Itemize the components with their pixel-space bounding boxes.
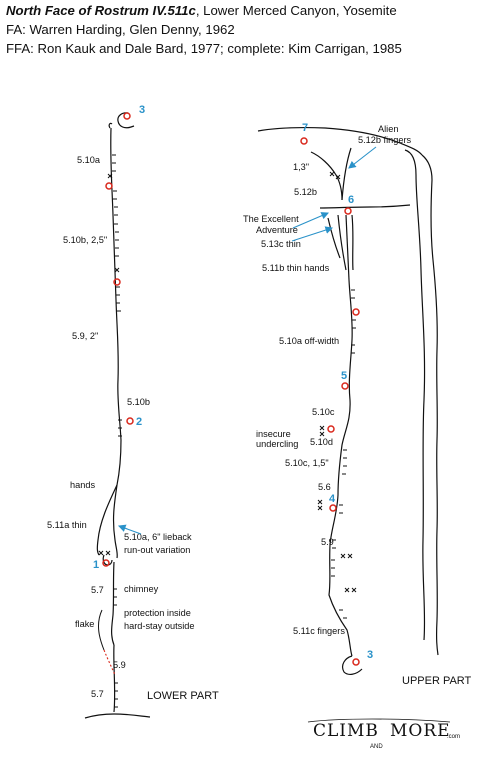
note-chimney: chimney [124,584,159,594]
upper-belay-5: 5 [341,370,347,382]
thin-arrow [291,226,334,242]
upper-bolts [317,171,357,593]
grade-p4: 5.10b [127,397,150,407]
lower-top-hook [117,112,135,129]
note-flake: flake [75,619,94,629]
upper-belay-4: 4 [329,493,336,505]
grade-p6: 5.7 [91,585,104,595]
route-excellent: The Excellent [243,214,299,224]
grade-p2: 5.10b, 2,5" [63,235,107,245]
grade-5-10d: 5.10d [310,437,333,447]
note-undercling: undercling [256,439,298,449]
excellent-arrow [292,212,330,229]
upper-belay-6: 6 [348,194,354,206]
flake-line [98,609,105,651]
route-name: North Face of Rostrum IV.511c [6,3,196,18]
grade-p7: 5.9 [113,660,126,670]
grade-alien: 5.12b fingers [358,135,412,145]
route-alien: Alien [378,124,398,134]
upper-belay-3: 3 [367,649,373,661]
lower-belay-2: 2 [136,416,142,428]
grade-5-12b: 5.12b [294,187,317,197]
lower-belay-3: 3 [139,104,145,116]
svg-text:AND: AND [370,744,383,750]
grade-5-10c-a: 5.10c [312,407,335,417]
route-adventure: Adventure [256,225,298,235]
route-location: , Lower Merced Canyon, Yosemite [195,3,397,18]
lower-belay-markers [102,112,134,567]
svg-text:.com: .com [447,734,460,740]
grade-5-9: 5.9 [321,537,334,547]
note-protection: protection inside [124,608,191,618]
upper-belay-7: 7 [302,122,308,134]
lower-ticks [112,154,122,708]
grade-1-3: 1,3" [293,162,309,172]
note-insecure: insecure [256,429,291,439]
grade-p8: 5.7 [91,689,104,699]
alien-arrow [348,146,377,169]
summit-rim [257,127,423,156]
lower-main-crack [110,127,122,486]
lower-bolts [98,173,120,556]
note-hardstay: hard-stay outside [124,621,194,631]
first-ascent: FA: Warren Harding, Glen Denny, 1962 [6,22,235,37]
grade-p1: 5.10a [77,155,101,165]
lower-part-label: LOWER PART [147,690,219,702]
runout-dots [103,649,116,676]
svg-text:MORE: MORE [390,721,451,741]
note-runout: run-out variation [124,545,190,555]
upper-ticks [331,289,356,619]
grade-5-11c: 5.11c fingers [293,626,345,636]
grade-offwidth: 5.10a off-width [279,336,339,346]
note-hands: hands [70,480,95,490]
face-edge [421,154,439,656]
climbandmore-logo: CLIMB AND MORE .com [307,718,460,750]
upper-belay-markers [300,137,360,666]
grade-5-10c-b: 5.10c, 1,5" [285,458,329,468]
grade-5-6: 5.6 [318,482,331,492]
note-lieback: 5.10a, 6" lieback [124,532,192,542]
grade-p3: 5.9, 2" [72,331,98,341]
grade-p5: 5.11a thin [47,520,87,530]
upper-part-label: UPPER PART [402,675,472,687]
grade-5-11b: 5.11b thin hands [262,263,330,273]
lieback-arrow [117,524,142,535]
lower-route [84,112,151,719]
grade-5-13c: 5.13c thin [261,239,301,249]
first-free-ascent: FFA: Ron Kauk and Dale Bard, 1977; compl… [6,41,402,56]
upper-route [257,127,439,675]
lower-belay-1: 1 [93,559,99,571]
face-inner [404,149,426,641]
route-title: North Face of Rostrum IV.511c, Lower Mer… [6,2,397,20]
svg-text:CLIMB: CLIMB [313,721,379,741]
